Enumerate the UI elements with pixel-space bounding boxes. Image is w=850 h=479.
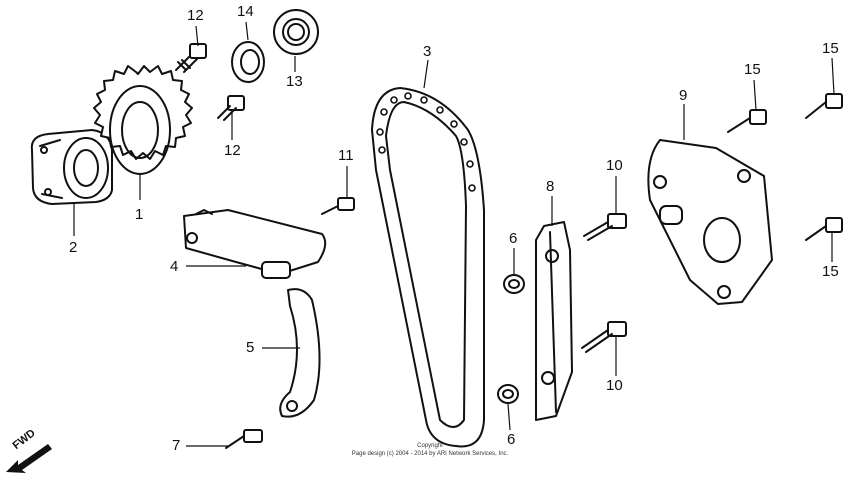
callout-10-lower: 10 bbox=[606, 377, 623, 394]
callout-6-upper: 6 bbox=[509, 230, 518, 247]
bolt-12-lower bbox=[217, 95, 245, 121]
callout-5: 5 bbox=[246, 339, 255, 356]
callout-1: 1 bbox=[135, 206, 144, 223]
bolt-15-left bbox=[727, 109, 767, 133]
callout-11: 11 bbox=[338, 147, 354, 164]
copyright-notice: Copyright Page design (c) 2004 - 2014 by… bbox=[300, 443, 560, 458]
washer-part bbox=[231, 41, 265, 83]
bolt-15-right-upper bbox=[805, 93, 843, 119]
forward-arrow-icon bbox=[6, 444, 52, 473]
bolt-10-upper bbox=[583, 213, 627, 241]
callout-9: 9 bbox=[679, 87, 688, 104]
bolt-7-part bbox=[225, 429, 263, 449]
callout-2: 2 bbox=[69, 239, 78, 256]
bolt-11-part bbox=[321, 197, 355, 215]
cam-sprocket-part bbox=[93, 65, 193, 175]
bolt-10-lower bbox=[581, 321, 627, 353]
callout-15-right-upper: 15 bbox=[822, 40, 839, 57]
callout-14: 14 bbox=[237, 3, 254, 20]
callout-15-right-lower: 15 bbox=[822, 263, 839, 280]
callout-15-left: 15 bbox=[744, 61, 761, 78]
callout-12-lower: 12 bbox=[224, 142, 241, 159]
callout-13: 13 bbox=[286, 73, 303, 90]
copyright-line-1: Copyright bbox=[417, 443, 443, 449]
tensioner-part bbox=[183, 209, 327, 279]
callout-12-upper: 12 bbox=[187, 7, 204, 24]
callout-8: 8 bbox=[546, 178, 555, 195]
callout-6-lower: 6 bbox=[507, 431, 516, 448]
copyright-line-2: Page design (c) 2004 - 2014 by ARI Netwo… bbox=[351, 450, 509, 457]
guide-rail-part bbox=[535, 221, 573, 421]
leader-lines bbox=[73, 21, 835, 447]
spacer-6-upper bbox=[503, 274, 525, 294]
callout-7: 7 bbox=[172, 437, 181, 454]
bolt-12-upper bbox=[175, 43, 207, 73]
cover-plate-part bbox=[647, 139, 773, 305]
callout-10-upper: 10 bbox=[606, 157, 623, 174]
spacer-6-lower bbox=[497, 384, 519, 404]
cam-chain-part bbox=[371, 87, 485, 448]
bearing-holder-part bbox=[30, 129, 113, 205]
callout-4: 4 bbox=[170, 258, 179, 275]
oil-seal-part bbox=[273, 9, 319, 55]
callout-3: 3 bbox=[423, 43, 432, 60]
bolt-15-right-lower bbox=[805, 217, 843, 241]
chain-guide-part bbox=[279, 288, 321, 418]
